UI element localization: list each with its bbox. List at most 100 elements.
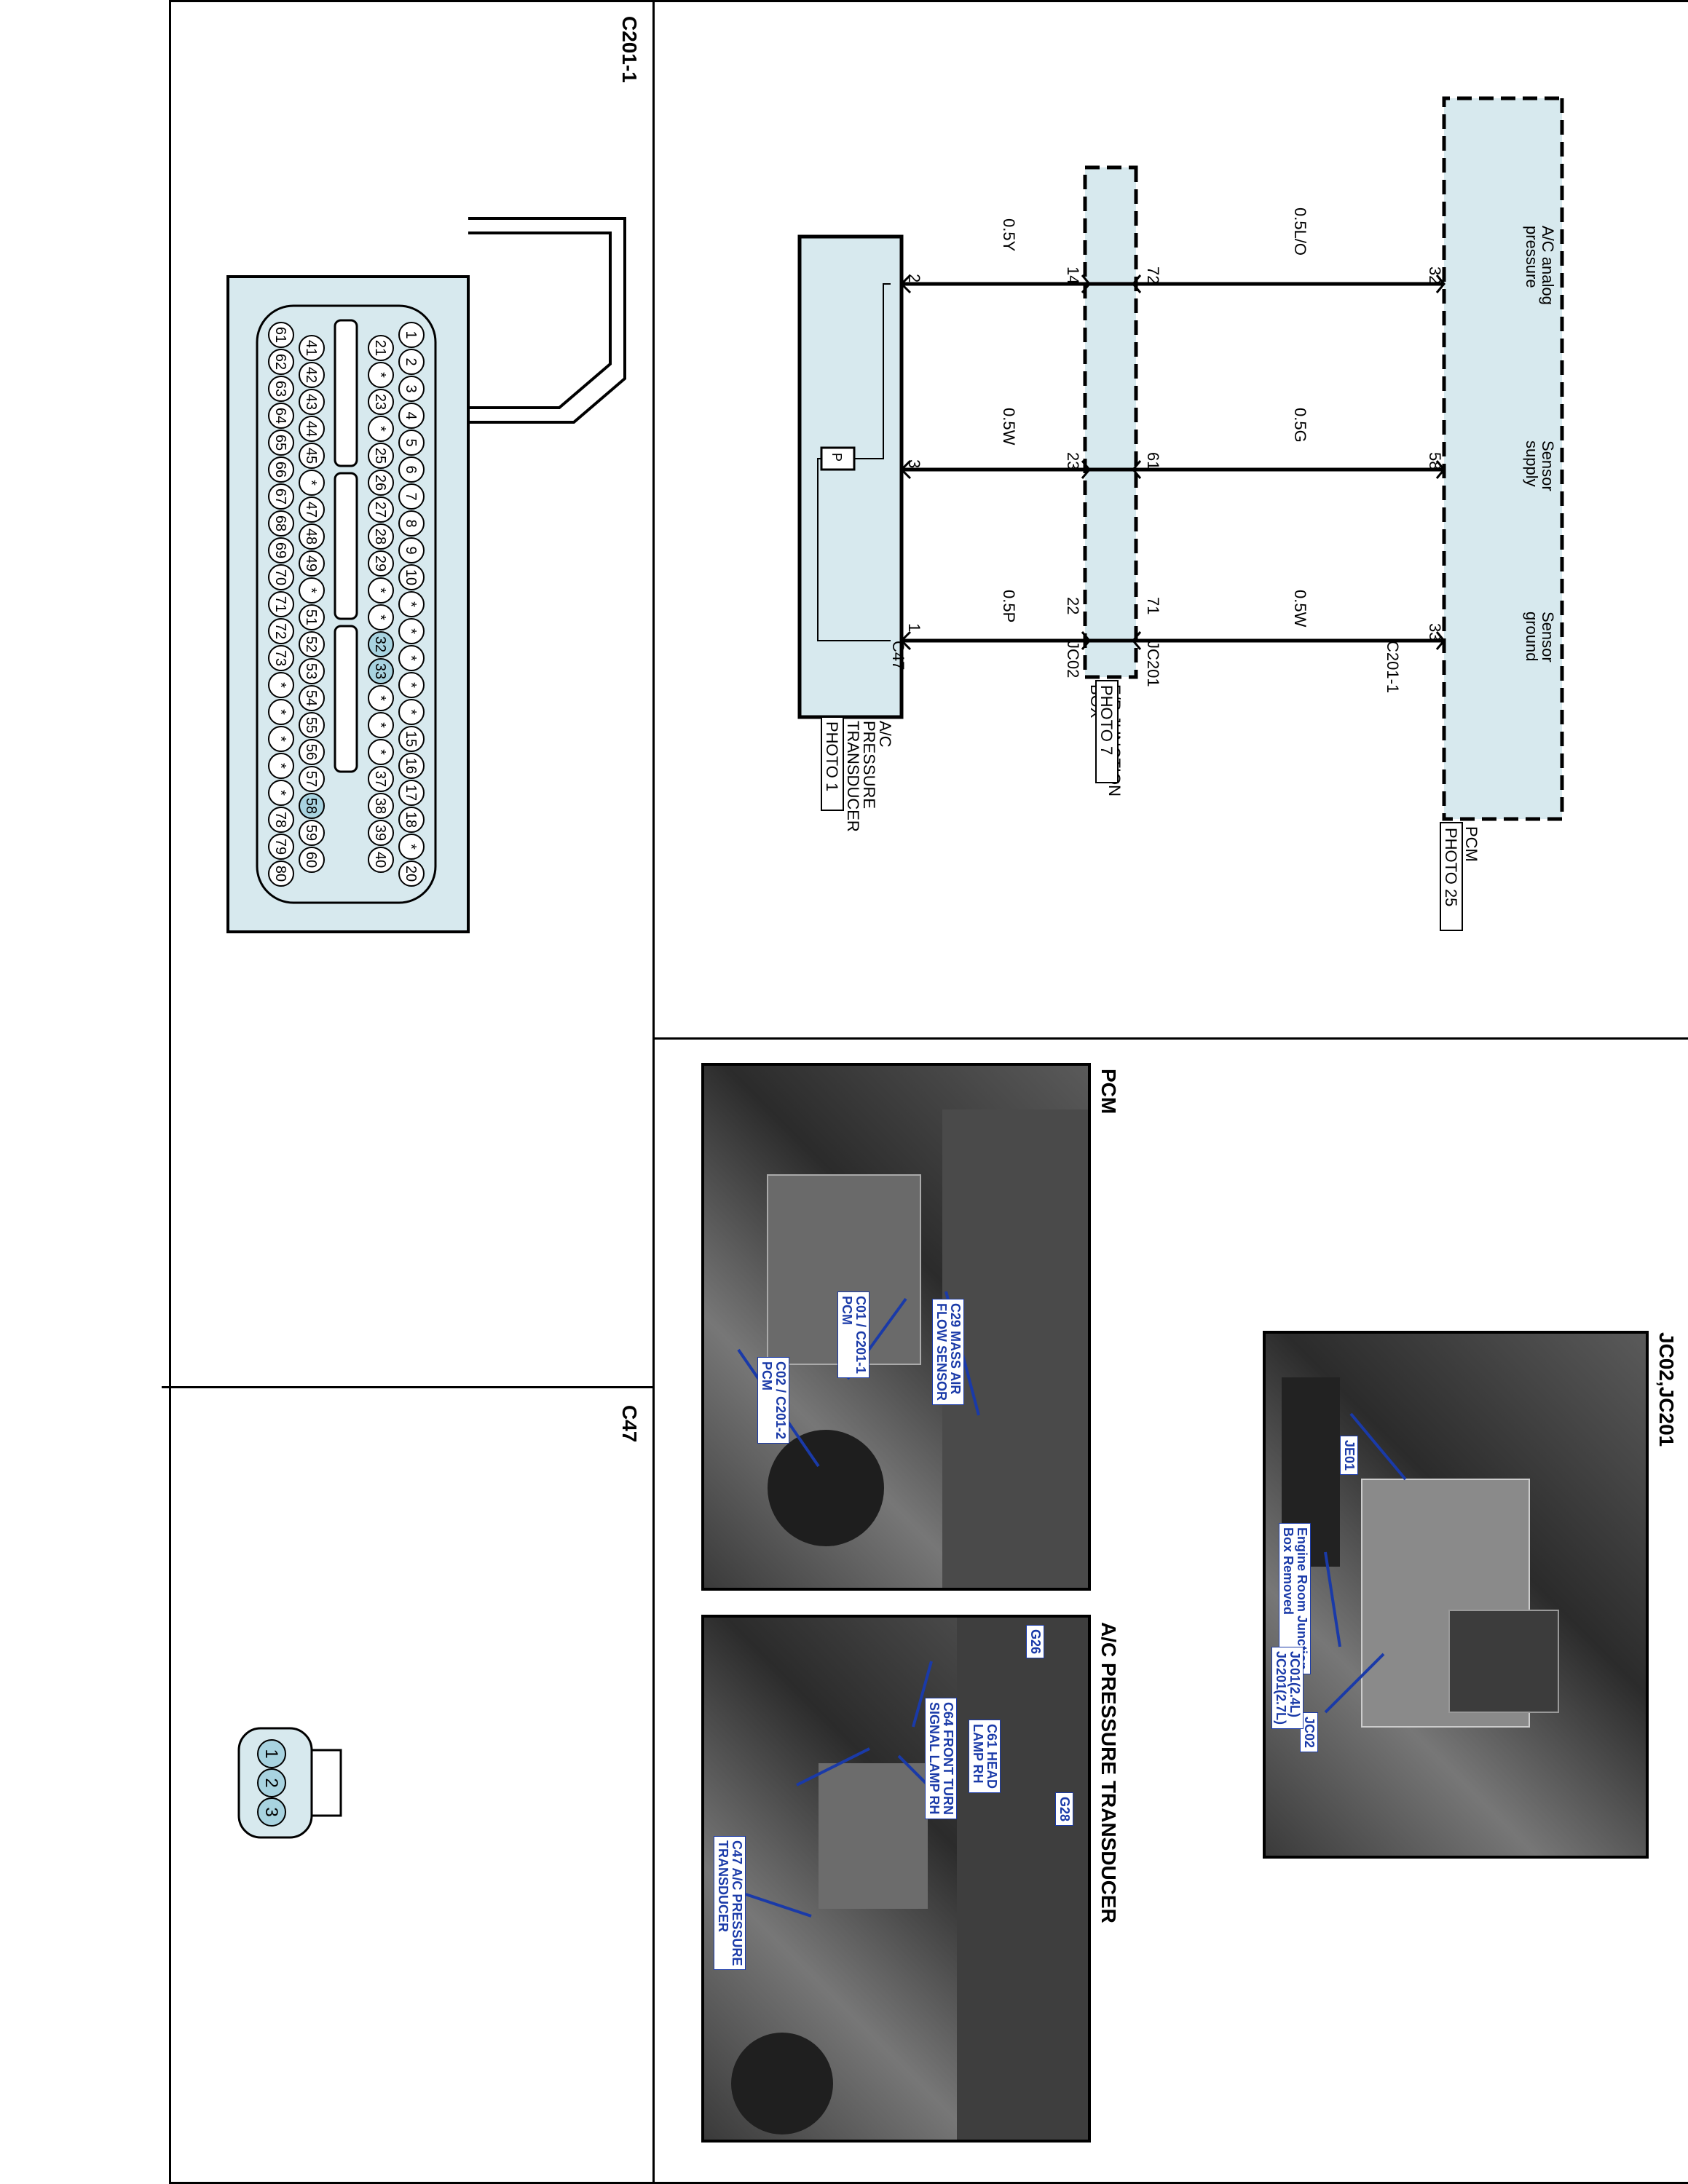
photo-jc-art [1282,1377,1559,1728]
c201-row1-pin-label: 5 [403,438,419,446]
circuit-3: Sensor ground 33 0.5W 71 22 0.5P 1 [902,590,1557,662]
c201-row1-pin-label: 15 [403,731,419,747]
c201-row3-pin-label: 51 [303,609,319,625]
c201-row2-pin-circle [368,443,394,469]
c201-row2-pin-circle [368,820,394,846]
c201-row2-pin-label: 25 [372,448,388,464]
c201-row1-pin-circle [398,699,425,725]
pcm-photo-ref: PHOTO 25 [1442,828,1460,906]
c201-row3-pin-circle [299,389,325,415]
c47-latch [310,1749,342,1817]
label-c61: C61 HEAD LAMP RH [969,1720,1001,1794]
c201-row1-pin-circle [398,537,425,563]
c201-row1-pin-label: * [403,628,419,634]
pcm-box [1442,96,1564,821]
c201-row1-pin-label: 1 [403,331,419,339]
c201-row2-pin-label: * [372,426,388,432]
c201-row3-pin-label: 47 [303,502,319,518]
sensor-wire-a [854,283,891,459]
c201-row1-pin-label: * [403,709,419,715]
pcm-photo-box [1440,822,1463,931]
c201-row1-pin-circle [398,753,425,779]
transducer-photo-title: A/C PRESSURE TRANSDUCER [1097,1622,1120,1923]
c201-row2-pin-circle [368,496,394,523]
c201-row1-pin-label: * [403,844,419,850]
c201-row2-pin-label: 29 [372,555,388,571]
c201-row2-pin-circle [368,685,394,711]
c201-row4-pin-circle [268,591,294,617]
c201-row4-pin-circle [268,645,294,671]
c201-row1-pin-label: 3 [403,384,419,392]
c201-row2-pin-circle [368,793,394,819]
c201-row4-pin-label: 64 [272,408,288,424]
c201-row1-pin-circle [398,322,425,348]
c201-row3-pin-circle [299,631,325,657]
junction-photo-ref: PHOTO 7 [1097,685,1116,755]
c201-row1-pin-label: 7 [403,492,419,500]
pcm-name: PCM [1462,826,1480,862]
c201-row1-pin-label: 18 [403,812,419,828]
c201-row4-pin-circle [268,456,294,483]
c201-row4-pin-label: 71 [272,596,288,612]
c201-row1-pin-label: 10 [403,569,419,585]
circuit-3-jc201-pin: 71 [1144,597,1162,614]
circuit-2-signal-2: supply [1523,440,1541,487]
c201-row4-pin-label: 73 [272,650,288,666]
c201-row3-pin-circle [299,335,325,361]
c201-row2-pin-circle [368,389,394,415]
junction-box [1083,165,1138,679]
c201-row1-pin-circle [398,618,425,644]
c47-connector: 123 [237,1727,342,1839]
c47-pins: 123 [257,1739,286,1827]
sensor-symbol-letter: P [829,453,844,462]
c201-row3-pin-label: 41 [303,340,319,356]
label-jc01-jc201: JC01(2.4L) JC201(2.7L) [1271,1647,1304,1730]
label-g26: G26 [1026,1625,1044,1659]
circuit-2-wire-top: 0.5G [1291,408,1309,443]
circuit-3-jc02-pin: 22 [1064,597,1082,614]
circuit-2: Sensor supply 58 0.5G 61 23 0.5W 3 [902,408,1557,491]
c201-row4-pin-circle [268,860,294,887]
c201-row2-pin-circle [368,847,394,873]
c201-latch [468,217,626,424]
circuit-3-c47-pin: 1 [905,623,923,632]
label-c29-maf: C29 MASS AIR FLOW SENSOR [932,1299,964,1405]
c201-row4-pin-circle [268,672,294,698]
c201-row4-pin-circle [268,403,294,429]
transducer-photo-ref: PHOTO 1 [823,721,841,791]
c47-pin-circle [257,1797,286,1827]
c201-row4-pin-label: 72 [272,623,288,639]
c201-row2-pin-label: 38 [372,798,388,814]
c201-row3-pin-label: * [303,587,319,593]
c201-row2-pin-label: 39 [372,825,388,841]
c201-row1-pin-circle [398,483,425,510]
circuit-2-jc201-pin: 61 [1144,452,1162,470]
c201-row3-pin-circle [299,658,325,684]
c201-row4-pin-circle [268,322,294,348]
c201-row3-pin-label: 44 [303,421,319,437]
c201-row2-pin-circle [368,470,394,496]
sensor-wire-b [817,458,891,641]
transducer-name-2: PRESSURE [860,721,878,809]
jc201-label: JC201 [1144,641,1162,687]
photo-transducer-art [731,1618,1088,2143]
c201-row3-pin-label: 60 [303,852,319,868]
c201-row2-pin-label: 33 [372,663,388,679]
c201-row4-pin-label: 69 [272,542,288,558]
c201-row3-pin-circle [299,496,325,523]
c201-row1-pin-circle [398,645,425,671]
c201-row3-pin-label: 49 [303,555,319,571]
c201-row1-pin-circle [398,834,425,860]
c201-row3-pin-circle [299,793,325,819]
c201-row1-pin-circle [398,672,425,698]
jc02-label: JC02 [1064,641,1082,678]
label-c64: C64 FRONT TURN SIGNAL LAMP RH [925,1698,957,1820]
c201-row1-pin-label: 2 [403,357,419,365]
c201-row2-pin-label: 23 [372,394,388,410]
circuit-1-signal-2: pressure [1523,226,1541,288]
c201-row2-pin-label: * [372,749,388,755]
c201-row1-pin-label: 20 [403,866,419,882]
circuit-3-signal: Sensor [1539,612,1557,662]
c201-row3-pin-circle [299,443,325,469]
